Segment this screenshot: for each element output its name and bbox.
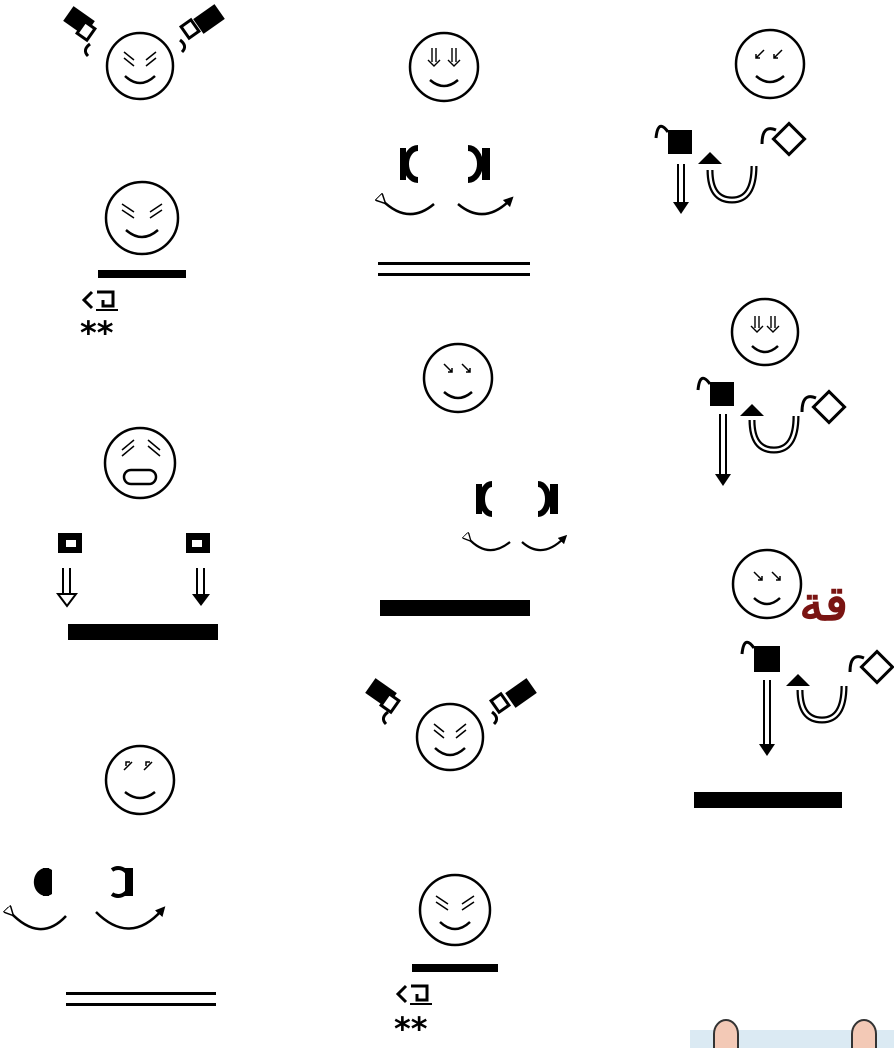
divider-line bbox=[68, 624, 218, 640]
face-icon bbox=[105, 428, 175, 498]
face-icon bbox=[410, 33, 478, 101]
c-hand-icon bbox=[112, 868, 133, 896]
flat-hand-icon bbox=[762, 123, 805, 154]
curved-arrow-icon bbox=[458, 200, 510, 214]
arabic-text-fragment: قة bbox=[799, 576, 848, 632]
divider-line bbox=[66, 992, 216, 1006]
face-icon bbox=[733, 550, 801, 618]
sign-col2-c bbox=[365, 678, 537, 770]
arrow-icon bbox=[58, 568, 76, 606]
c-hand-icon bbox=[538, 484, 558, 514]
fist-hand-icon bbox=[186, 533, 210, 553]
sign-col2-d: ** bbox=[394, 875, 498, 1048]
sign-col2-a bbox=[378, 33, 530, 276]
c-hand-icon bbox=[34, 868, 52, 896]
face-icon bbox=[732, 299, 798, 365]
face-icon bbox=[106, 746, 174, 814]
divider-line bbox=[380, 600, 530, 616]
contact-symbol bbox=[84, 292, 118, 310]
sign-col1-d bbox=[10, 746, 216, 1006]
divider-line bbox=[412, 964, 498, 972]
partial-illustration bbox=[690, 1020, 894, 1048]
flat-hand-icon bbox=[63, 6, 95, 56]
curved-arrow-icon bbox=[522, 538, 564, 550]
divider-line bbox=[98, 270, 186, 278]
contact-symbol bbox=[398, 986, 432, 1004]
curved-arrow-icon bbox=[468, 538, 510, 550]
fist-hand-icon bbox=[698, 378, 734, 406]
arrow-icon bbox=[673, 164, 689, 214]
sign-col3-c: قة bbox=[694, 550, 893, 808]
sign-col3-a bbox=[656, 30, 805, 214]
arrow-icon bbox=[786, 674, 810, 686]
arrow-icon bbox=[192, 568, 210, 606]
arrow-icon bbox=[698, 152, 722, 164]
sign-col1-a bbox=[63, 4, 225, 99]
arrow-icon bbox=[759, 680, 775, 756]
curved-arrow-icon bbox=[10, 912, 66, 929]
face-icon bbox=[106, 182, 178, 254]
contact-star-icon: ** bbox=[394, 1010, 428, 1048]
sign-col3-b bbox=[698, 299, 845, 486]
sign-col1-c bbox=[58, 428, 218, 640]
face-icon bbox=[417, 704, 483, 770]
divider-line bbox=[694, 792, 842, 808]
contact-star-icon: ** bbox=[80, 314, 114, 352]
sign-col2-b bbox=[380, 344, 564, 616]
arrow-icon bbox=[715, 414, 731, 486]
divider-line bbox=[378, 262, 530, 276]
face-icon bbox=[107, 33, 173, 99]
fist-hand-icon bbox=[656, 126, 692, 154]
c-hand-icon bbox=[400, 148, 418, 180]
flat-hand-icon bbox=[180, 4, 225, 52]
fist-hand-icon bbox=[742, 642, 780, 672]
flat-hand-icon bbox=[850, 651, 893, 682]
flat-hand-icon bbox=[802, 391, 845, 422]
fist-hand-icon bbox=[58, 533, 82, 553]
curved-arrow-icon bbox=[382, 200, 434, 214]
flat-hand-icon bbox=[365, 678, 399, 724]
sign-col1-b: ** bbox=[80, 182, 186, 352]
c-hand-icon bbox=[476, 484, 492, 514]
face-icon bbox=[420, 875, 490, 945]
face-icon bbox=[424, 344, 492, 412]
arrow-icon bbox=[740, 404, 764, 416]
flat-hand-icon bbox=[491, 678, 537, 724]
curved-arrow-icon bbox=[96, 910, 162, 929]
c-hand-icon bbox=[468, 148, 490, 180]
face-icon bbox=[736, 30, 804, 98]
